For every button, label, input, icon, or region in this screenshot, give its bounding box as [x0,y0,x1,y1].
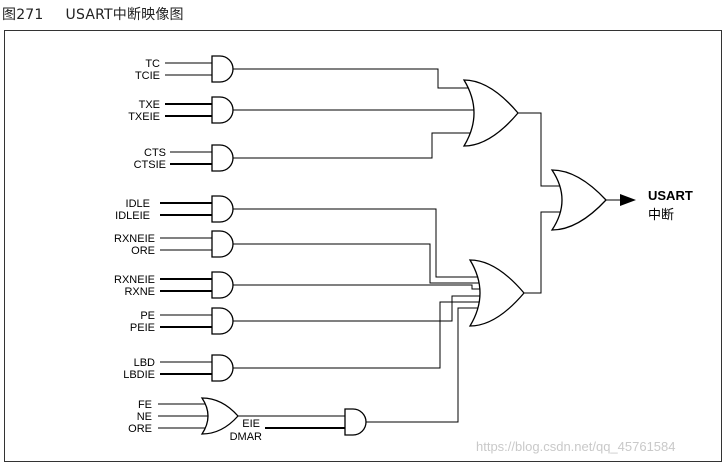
signal-label-txeie: TXEIE [128,111,160,123]
and-gate-lbd [160,301,484,382]
signal-label-ore-a: ORE [131,245,155,257]
output-label-interrupt: 中断 [648,208,674,223]
or-gate-bottom [468,211,561,327]
or-gate-final [550,169,636,231]
signal-label-dmar: DMAR [230,431,262,443]
or-gate-errors [158,397,345,435]
signal-label-peie: PEIE [130,322,155,334]
figure-number: 图271 [2,7,44,23]
figure-title: USART中断映像图 [65,7,184,23]
signal-label-ne: NE [137,411,152,423]
signal-label-cts: CTS [144,147,166,159]
signal-label-tc: TC [145,58,160,70]
signal-label-idleie: IDLEIE [115,210,150,222]
signal-label-idle: IDLE [126,198,150,210]
signal-label-txe: TXE [139,99,160,111]
signal-label-rxneie-a: RXNEIE [114,233,155,245]
signal-label-pe: PE [140,310,155,322]
signal-label-tcie: TCIE [135,70,160,82]
signal-label-fe: FE [138,399,152,411]
or-gate-top [462,79,561,187]
and-gate-ore [160,230,484,284]
and-gate-txe [165,96,484,124]
and-gate-cts [170,132,478,172]
and-gate-pe [160,295,486,335]
signal-label-lbdie: LBDIE [123,369,155,381]
output-arrow-icon [620,194,636,206]
diagram-frame [4,30,722,462]
and-gate-rxne [160,271,486,299]
signal-label-rxne: RXNE [124,286,155,298]
watermark: https://blog.csdn.net/qq_45761584 [476,439,676,454]
and-gate-eie [265,307,480,436]
output-label-usart: USART [648,188,693,203]
figure-caption: 图271 USART中断映像图 [2,4,184,24]
signal-label-lbd: LBD [134,357,155,369]
signal-label-eie: EIE [242,418,260,430]
signal-label-ore-b: ORE [128,423,152,435]
signal-label-rxneie-b: RXNEIE [114,274,155,286]
and-gate-tc [165,55,478,89]
signal-label-ctsie: CTSIE [134,159,166,171]
and-gate-idle [160,195,484,278]
